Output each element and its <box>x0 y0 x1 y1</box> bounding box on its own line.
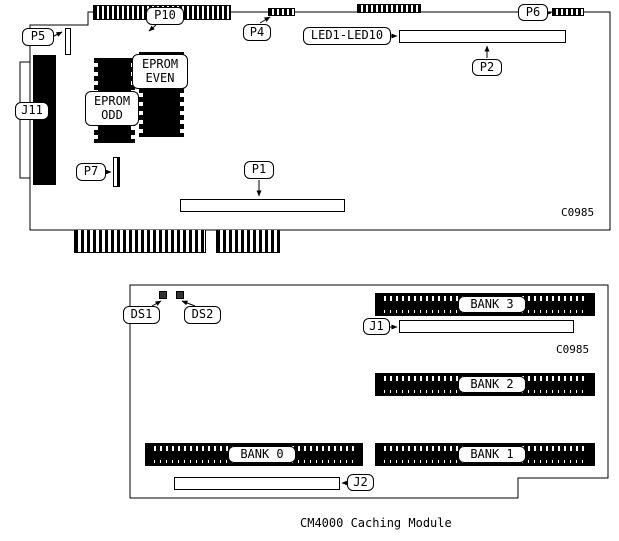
callout-bank0: BANK 0 <box>228 446 296 463</box>
callout-j1: J1 <box>363 318 390 335</box>
callout-eprom-odd-label: EPROM ODD <box>93 93 131 122</box>
ds2-led <box>176 291 184 299</box>
callout-p2-label: P2 <box>479 59 495 74</box>
callout-eprom-even-label: EPROM EVEN <box>141 56 179 85</box>
callout-p10: P10 <box>146 7 184 25</box>
j2-connector-bar <box>174 477 340 490</box>
card-edge-fingers-left <box>74 230 206 253</box>
callout-ds2: DS2 <box>184 306 221 324</box>
p7-connector <box>113 157 120 187</box>
callout-p1-label: P1 <box>251 162 267 177</box>
callout-j2-label: J2 <box>353 474 368 489</box>
callout-p1: P1 <box>244 161 274 179</box>
callout-j1-label: J1 <box>369 318 384 333</box>
callout-p10-label: P10 <box>154 8 176 23</box>
callout-p4: P4 <box>243 24 271 41</box>
bottom-board-part-code: C0985 <box>556 343 590 356</box>
callout-ds1: DS1 <box>123 306 160 324</box>
p6-connector <box>552 8 584 16</box>
top-header-connector <box>357 4 421 13</box>
j11-connector <box>33 55 56 185</box>
callout-bank0-label: BANK 0 <box>240 446 284 461</box>
callout-p6: P6 <box>518 4 548 21</box>
led-array-bar <box>399 30 566 43</box>
callout-p6-label: P6 <box>525 4 541 19</box>
callout-bank2-label: BANK 2 <box>470 376 514 391</box>
card-edge-fingers-right <box>216 230 280 253</box>
callout-p5: P5 <box>22 28 54 46</box>
callout-led-array: LED1-LED10 <box>303 27 391 45</box>
p4-connector <box>268 8 295 16</box>
j1-connector-bar <box>399 320 574 333</box>
callout-bank3-label: BANK 3 <box>470 296 514 311</box>
callout-eprom-odd: EPROM ODD <box>85 91 139 126</box>
p1-connector-bar <box>180 199 345 212</box>
callout-p7-label: P7 <box>83 164 99 179</box>
callout-j2: J2 <box>347 474 374 491</box>
callout-eprom-even: EPROM EVEN <box>132 54 188 89</box>
callout-bank2: BANK 2 <box>458 376 526 393</box>
mounting-bracket <box>19 61 31 179</box>
callout-bank1-label: BANK 1 <box>470 446 514 461</box>
ds1-led <box>159 291 167 299</box>
diagram-caption: CM4000 Caching Module <box>300 516 452 530</box>
p5-connector <box>65 28 71 55</box>
callout-p2: P2 <box>472 59 502 76</box>
callout-p4-label: P4 <box>249 24 265 39</box>
callout-j11: J11 <box>15 102 49 120</box>
callout-bank1: BANK 1 <box>458 446 526 463</box>
top-board-part-code: C0985 <box>561 206 595 219</box>
callout-led-array-label: LED1-LED10 <box>310 28 384 43</box>
callout-ds2-label: DS2 <box>191 307 214 322</box>
callout-p7: P7 <box>76 163 106 181</box>
callout-bank3: BANK 3 <box>458 296 526 313</box>
callout-p5-label: P5 <box>30 29 46 44</box>
callout-ds1-label: DS1 <box>130 307 153 322</box>
callout-j11-label: J11 <box>21 103 43 118</box>
